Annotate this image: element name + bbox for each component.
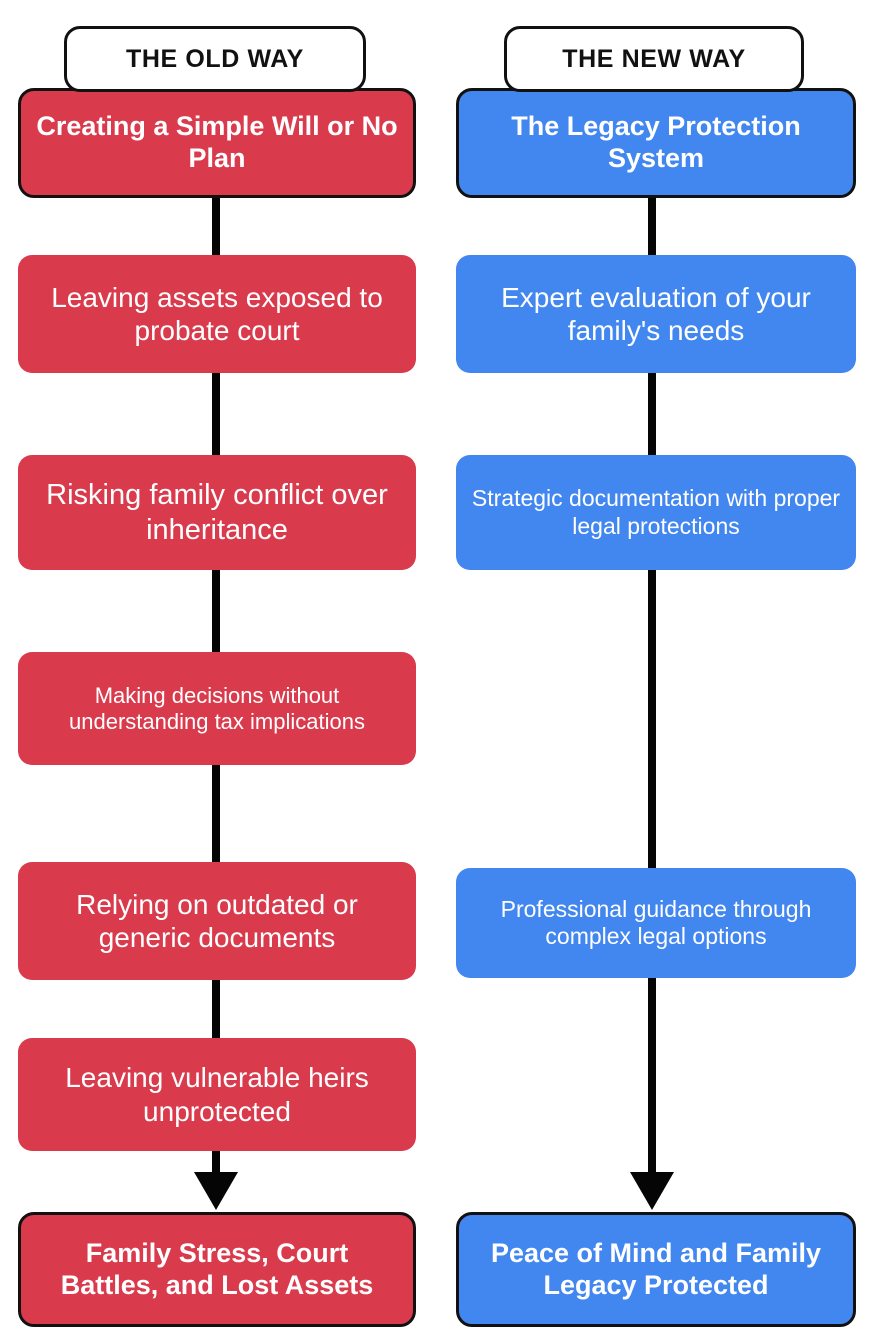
node-label: Creating a Simple Will or No Plan (36, 111, 398, 173)
pill-old-way-title: THE OLD WAY (64, 26, 366, 92)
node-label: Risking family conflict over inheritance (46, 479, 388, 546)
node-new-way-outcome[interactable]: Peace of Mind and Family Legacy Protecte… (456, 1212, 856, 1327)
column-new-way: The Legacy Protection System THE NEW WAY… (436, 0, 872, 1344)
node-new-way-step-2[interactable]: Strategic documentation with proper lega… (456, 455, 856, 570)
node-old-way-step-1[interactable]: Leaving assets exposed to probate court (18, 255, 416, 373)
node-label: Relying on outdated or generic documents (76, 888, 358, 953)
node-new-way-step-3[interactable]: Professional guidance through complex le… (456, 868, 856, 978)
node-label: Strategic documentation with proper lega… (471, 485, 841, 539)
node-old-way-step-3[interactable]: Making decisions without understanding t… (18, 652, 416, 765)
column-old-way: Creating a Simple Will or No Plan THE OL… (18, 26, 416, 1327)
pill-new-way-title: THE NEW WAY (504, 26, 804, 92)
node-label: Expert evaluation of your family's needs (501, 281, 811, 346)
node-label: Leaving vulnerable heirs unprotected (65, 1062, 369, 1127)
node-old-way-outcome[interactable]: Family Stress, Court Battles, and Lost A… (18, 1212, 416, 1327)
node-old-way-step-2[interactable]: Risking family conflict over inheritance (18, 455, 416, 570)
node-new-way-header[interactable]: The Legacy Protection System (456, 88, 856, 198)
connector-line-new-way-upper (648, 180, 656, 1176)
node-old-way-step-5[interactable]: Leaving vulnerable heirs unprotected (18, 1038, 416, 1151)
node-old-way-step-4[interactable]: Relying on outdated or generic documents (18, 862, 416, 980)
node-new-way-step-1[interactable]: Expert evaluation of your family's needs (456, 255, 856, 373)
connector-arrowhead-old-way (194, 1172, 238, 1210)
node-label: Making decisions without understanding t… (69, 682, 365, 734)
node-label: Leaving assets exposed to probate court (51, 281, 383, 346)
pill-label: THE NEW WAY (562, 44, 746, 73)
node-old-way-header[interactable]: Creating a Simple Will or No Plan (18, 88, 416, 198)
connector-arrowhead-new-way (630, 1172, 674, 1210)
node-label: The Legacy Protection System (511, 111, 801, 173)
node-label: Peace of Mind and Family Legacy Protecte… (490, 1237, 822, 1300)
node-label: Professional guidance through complex le… (500, 895, 812, 949)
pill-label: THE OLD WAY (126, 44, 304, 73)
node-label: Family Stress, Court Battles, and Lost A… (60, 1237, 374, 1300)
